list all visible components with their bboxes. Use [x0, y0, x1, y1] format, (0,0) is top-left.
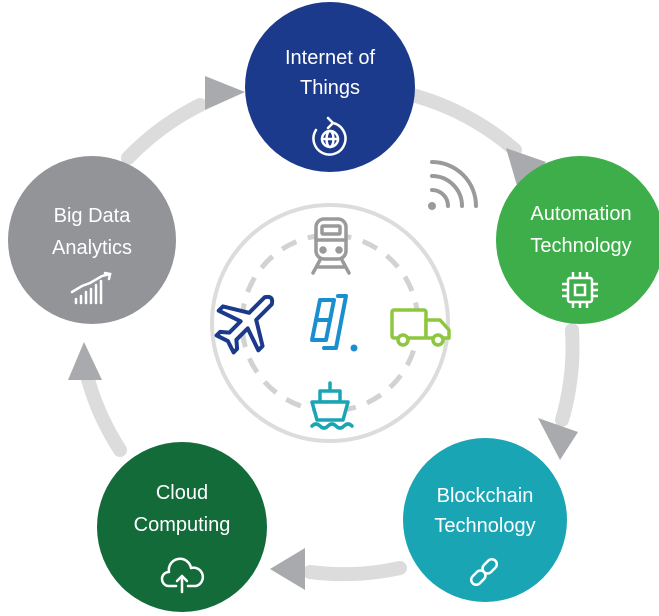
ring-segment-blockchain-cloud	[303, 561, 407, 582]
ring-segment-automation-blockchain	[555, 323, 580, 427]
node-internet-of-things: Internet of Things	[245, 2, 415, 172]
node-circle-cloud	[97, 442, 267, 612]
cycle-arrows	[68, 76, 578, 590]
node-label-line: Technology	[530, 235, 631, 257]
growth-chart-icon	[70, 271, 112, 305]
node-circle-blockchain	[403, 438, 567, 602]
node-cloud-computing: Cloud Computing	[97, 442, 267, 612]
node-automation-technology: Automation Technology	[496, 156, 659, 324]
node-big-data-analytics: Big Data Analytics	[8, 156, 176, 324]
arrow-to-automation	[506, 148, 546, 196]
node-label-line: Analytics	[52, 237, 132, 259]
node-blockchain-technology: Blockchain Technology	[403, 438, 567, 602]
node-label-line: Computing	[134, 514, 231, 536]
node-label-line: Blockchain	[437, 485, 534, 507]
airplane-icon	[214, 294, 275, 355]
node-circle-iot	[245, 2, 415, 172]
arrow-to-iot	[205, 76, 245, 110]
cart-icon	[310, 294, 358, 352]
ring-segment-iot-automation	[393, 85, 522, 157]
node-circle-automation	[496, 156, 659, 324]
arrow-to-bigdata	[68, 342, 102, 380]
ship-icon	[310, 381, 354, 430]
truck-icon	[390, 308, 451, 347]
ring-segment-cloud-bigdata	[79, 365, 127, 457]
arrow-to-cloud	[270, 548, 305, 590]
wifi-signal-icon	[428, 160, 478, 210]
arrow-to-blockchain	[538, 418, 578, 460]
node-label-line: Technology	[434, 515, 535, 537]
node-label-line: Automation	[530, 203, 631, 225]
globe-refresh-icon	[312, 116, 347, 156]
node-label-line: Cloud	[156, 482, 208, 504]
node-circle-bigdata	[8, 156, 176, 324]
node-label-line: Things	[300, 77, 360, 99]
ring-segment-bigdata-iot	[121, 98, 207, 165]
train-icon	[311, 217, 351, 275]
cloud-upload-icon	[160, 557, 205, 594]
node-label-line: Big Data	[54, 205, 132, 227]
node-label-line: Internet of	[285, 47, 376, 69]
chip-icon	[562, 272, 598, 308]
